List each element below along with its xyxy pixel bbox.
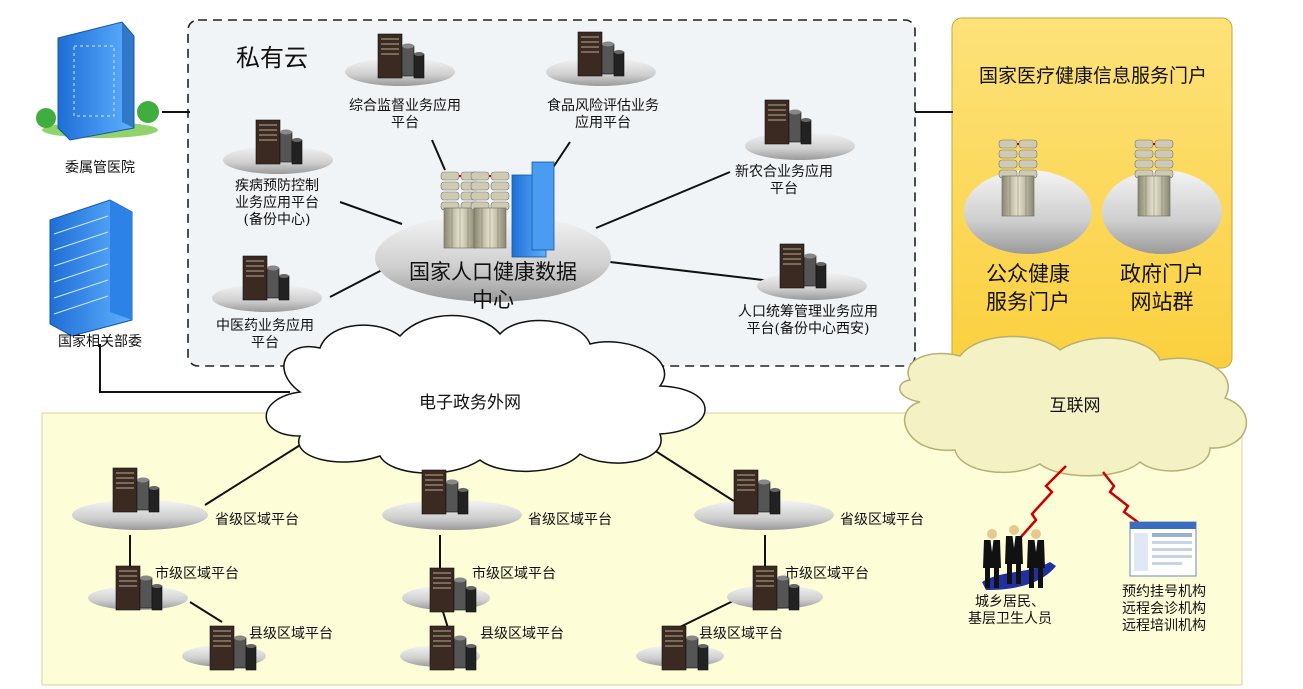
public-portal-line2: 服务门户 — [986, 290, 1070, 314]
platform-supervision-line2: 平台 — [391, 115, 419, 131]
county-label-2: 县级区域平台 — [480, 626, 564, 642]
province-node-2 — [382, 469, 522, 530]
gov-portal-line1: 政府门户 — [1120, 262, 1204, 286]
county-node-1 — [182, 625, 266, 671]
platform-food-risk-line2: 应用平台 — [575, 115, 631, 131]
egov-network-label: 电子政务外网 — [419, 393, 521, 413]
data-center-line2: 中心 — [472, 288, 514, 312]
internet-label: 互联网 — [1049, 396, 1101, 416]
platform-disease-node — [223, 119, 333, 174]
ministries-building-icon — [49, 199, 133, 337]
people-icon — [982, 525, 1056, 590]
egov-cloud — [265, 314, 706, 474]
platform-tcm-label: 中医药业务应用 平台 — [197, 318, 333, 352]
users-line2: 基层卫生人员 — [968, 611, 1052, 627]
gov-portal-node — [1102, 139, 1222, 254]
platform-tcm-node — [212, 255, 322, 312]
platform-tcm-line1: 中医药业务应用 — [216, 318, 314, 334]
platform-population-line2: 平台(备份中心西安) — [746, 321, 870, 337]
users-label: 城乡居民、 基层卫生人员 — [950, 594, 1070, 628]
platform-ncms-line1: 新农合业务应用 — [735, 164, 833, 180]
internet-cloud — [899, 335, 1247, 477]
platform-ncms-line2: 平台 — [770, 181, 798, 197]
portal-title: 国家医疗健康信息服务门户 — [978, 65, 1207, 87]
hospital-label: 委属管医院 — [65, 160, 135, 176]
platform-supervision-node — [345, 33, 455, 86]
platform-supervision-line1: 综合监督业务应用 — [349, 98, 461, 114]
city-node-1 — [88, 565, 188, 611]
ministries-label: 国家相关部委 — [58, 334, 142, 350]
county-label-3: 县级区域平台 — [699, 626, 783, 642]
platform-population-node — [757, 243, 867, 300]
platform-disease-label: 疾病预防控制 业务应用平台 (备份中心) — [212, 178, 342, 229]
hospital-building-icon — [36, 21, 159, 141]
province-label-3: 省级区域平台 — [840, 512, 924, 528]
platform-food-risk-line1: 食品风险评估业务 — [547, 98, 659, 114]
data-center-node — [375, 161, 611, 302]
data-center-label: 国家人口健康数据 中心 — [393, 258, 593, 314]
public-portal-label: 公众健康 服务门户 — [968, 260, 1088, 316]
platform-ncms-label: 新农合业务应用 平台 — [714, 164, 854, 198]
city-node-2 — [402, 567, 490, 613]
city-label-3: 市级区域平台 — [785, 566, 869, 582]
platform-disease-line3: (备份中心) — [243, 212, 311, 228]
platform-tcm-line2: 平台 — [251, 335, 279, 351]
county-label-1: 县级区域平台 — [249, 626, 333, 642]
province-node-1 — [72, 467, 208, 530]
platform-disease-line1: 疾病预防控制 — [235, 178, 319, 194]
private-cloud-title: 私有云 — [236, 44, 308, 72]
institutions-label: 预约挂号机构 远程会诊机构 远程培训机构 — [1104, 584, 1224, 635]
public-portal-line1: 公众健康 — [986, 262, 1070, 286]
gov-portal-label: 政府门户 网站群 — [1102, 260, 1222, 316]
institutions-line1: 预约挂号机构 — [1122, 584, 1206, 600]
public-portal-node — [964, 139, 1092, 254]
platform-population-label: 人口统筹管理业务应用 平台(备份中心西安) — [718, 304, 898, 338]
wireless-link-icon — [1102, 471, 1147, 530]
county-node-2 — [400, 625, 480, 671]
gov-portal-line2: 网站群 — [1130, 290, 1194, 314]
city-label-2: 市级区域平台 — [472, 566, 556, 582]
institutions-line2: 远程会诊机构 — [1122, 601, 1206, 617]
platform-disease-line2: 业务应用平台 — [235, 195, 319, 211]
platform-population-line1: 人口统筹管理业务应用 — [738, 304, 878, 320]
platform-supervision-label: 综合监督业务应用 平台 — [330, 98, 480, 132]
wireless-link-icon — [1019, 465, 1067, 539]
province-label-2: 省级区域平台 — [528, 512, 612, 528]
institutions-line3: 远程培训机构 — [1122, 618, 1206, 634]
city-node-3 — [727, 565, 823, 611]
website-screenshot-icon — [1129, 521, 1197, 577]
platform-ncms-node — [745, 99, 855, 160]
city-label-1: 市级区域平台 — [155, 566, 239, 582]
users-line1: 城乡居民、 — [975, 594, 1045, 610]
platform-food-risk-label: 食品风险评估业务 应用平台 — [528, 98, 678, 132]
platform-food-risk-node — [546, 31, 656, 86]
province-label-1: 省级区域平台 — [215, 512, 299, 528]
data-center-line1: 国家人口健康数据 — [409, 260, 577, 284]
connection-lines — [99, 111, 953, 629]
county-node-3 — [636, 625, 724, 671]
province-node-3 — [694, 469, 834, 530]
